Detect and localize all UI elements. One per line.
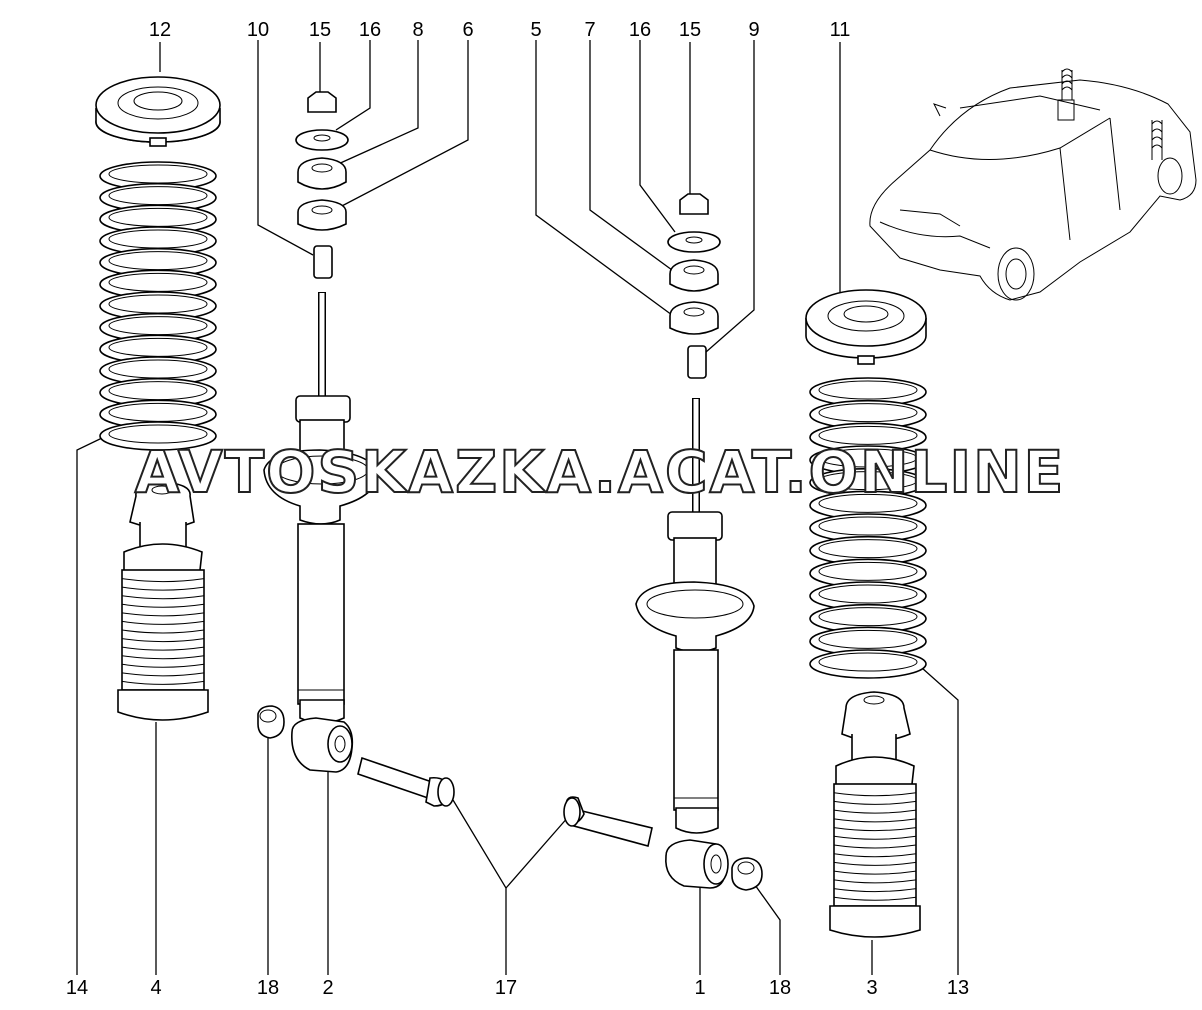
coil-turn-inner — [818, 652, 918, 672]
label-12: 12 — [149, 19, 171, 41]
boot-fold — [121, 586, 205, 591]
bolt-17-right — [563, 796, 653, 847]
label-7: 7 — [584, 19, 595, 41]
label-4: 4 — [150, 977, 161, 999]
boot-fold — [121, 578, 205, 583]
coil-spring-14 — [99, 161, 217, 451]
label-8: 8 — [412, 19, 423, 41]
coil-turn-inner — [818, 539, 918, 559]
label-5: 5 — [530, 19, 541, 41]
label-18-left: 18 — [257, 977, 279, 999]
shock-absorber-1 — [635, 398, 755, 889]
boot-fold — [833, 800, 917, 805]
bump-stop-boot-3 — [829, 691, 921, 938]
spring-seat-12 — [95, 76, 221, 147]
bolt-17-left — [357, 756, 455, 807]
coil-turn-inner — [818, 561, 918, 581]
coil-turn-inner — [818, 471, 918, 491]
washer-16-left — [295, 129, 349, 151]
coil-turn-inner — [108, 424, 208, 444]
left-top-hardware — [295, 91, 349, 279]
label-9: 9 — [748, 19, 759, 41]
label-14: 14 — [66, 977, 88, 999]
coil-turn-inner — [818, 380, 918, 400]
boot-fold — [121, 663, 205, 668]
boot-fold — [121, 655, 205, 660]
coil-turn — [809, 649, 927, 679]
coil-turn-inner — [818, 607, 918, 627]
coil-turn-inner — [818, 493, 918, 513]
label-17: 17 — [495, 977, 517, 999]
label-16-left: 16 — [359, 19, 381, 41]
washer-16-right — [667, 231, 721, 253]
bushing-18-right — [731, 857, 763, 891]
boot-fold — [121, 629, 205, 634]
bump-stop-boot-4 — [117, 481, 209, 721]
boot-fold — [833, 809, 917, 814]
cushion-6-left — [297, 199, 347, 231]
spacer-10-left — [313, 245, 333, 279]
label-6: 6 — [462, 19, 473, 41]
cushion-7-right — [669, 259, 719, 292]
bushing-18-left — [257, 705, 285, 739]
label-1: 1 — [694, 977, 705, 999]
label-10: 10 — [247, 19, 269, 41]
label-3: 3 — [866, 977, 877, 999]
boot-fold — [121, 680, 205, 685]
nut-15-left — [307, 91, 337, 113]
coil-turn-inner — [818, 448, 918, 468]
spring-seat-11 — [805, 289, 927, 365]
coil-turn-inner — [818, 425, 918, 445]
cushion-8-left — [297, 157, 347, 190]
boot-fold — [121, 603, 205, 608]
coil-spring-13 — [809, 377, 927, 679]
boot-fold — [121, 672, 205, 677]
label-13: 13 — [947, 977, 969, 999]
coil-turn-inner — [818, 516, 918, 536]
boot-fold — [833, 896, 917, 901]
boot-fold — [833, 853, 917, 858]
label-15-left: 15 — [309, 19, 331, 41]
label-16-right: 16 — [629, 19, 651, 41]
watermark-text: AVTOSKAZKA.ACAT.ONLINE — [135, 438, 1065, 506]
boot-fold — [121, 638, 205, 643]
boot-fold — [833, 879, 917, 884]
part-number-labels: 12 10 15 16 8 6 5 7 16 15 9 11 14 4 18 2… — [66, 19, 969, 999]
spacer-9-right — [687, 345, 707, 379]
car-location-sketch — [869, 68, 1197, 301]
boot-fold — [833, 844, 917, 849]
boot-fold — [121, 646, 205, 651]
boot-fold — [833, 888, 917, 893]
label-15-right: 15 — [679, 19, 701, 41]
nut-15-right — [679, 193, 709, 215]
coil-turn — [99, 421, 217, 451]
boot-fold — [121, 595, 205, 600]
shock-absorber-2 — [263, 292, 379, 773]
boot-fold — [833, 827, 917, 832]
coil-turn-inner — [818, 629, 918, 649]
label-11: 11 — [830, 19, 851, 41]
boot-fold — [121, 620, 205, 625]
coil-turn-inner — [818, 584, 918, 604]
boot-fold — [833, 861, 917, 866]
label-18-right: 18 — [769, 977, 791, 999]
label-2: 2 — [322, 977, 333, 999]
coil-turn-inner — [818, 403, 918, 423]
boot-fold — [833, 870, 917, 875]
boot-fold — [833, 792, 917, 797]
boot-fold — [833, 835, 917, 840]
cushion-5-right — [669, 301, 719, 335]
leader-lines — [76, 40, 959, 975]
right-top-hardware — [667, 193, 721, 379]
boot-fold — [833, 818, 917, 823]
boot-fold — [121, 612, 205, 617]
